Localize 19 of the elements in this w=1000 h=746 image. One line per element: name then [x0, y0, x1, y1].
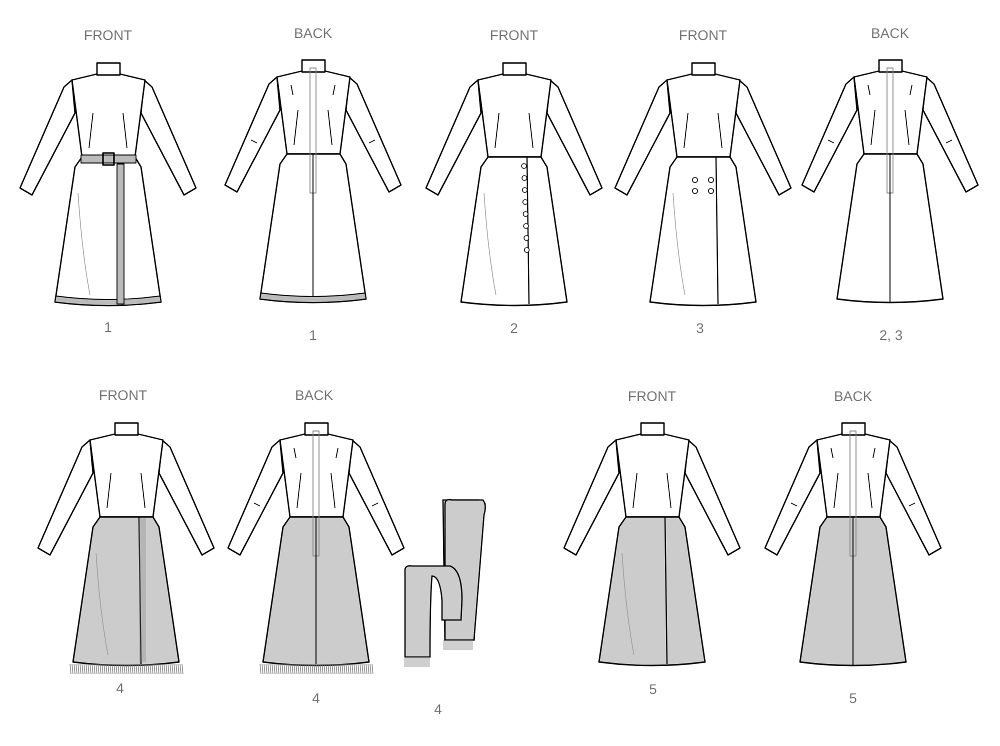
view-label: FRONT	[490, 27, 538, 43]
view-number: 4	[116, 680, 124, 696]
view-label: FRONT	[98, 387, 148, 403]
view-number: 1	[309, 327, 317, 343]
view-number: 5	[849, 690, 857, 706]
view-number: 1	[104, 319, 112, 335]
view-label: BACK	[834, 388, 872, 404]
view-number: 2, 3	[879, 327, 903, 343]
view-label: BACK	[294, 25, 332, 41]
view-number: 5	[649, 681, 657, 697]
view-label: FRONT	[628, 388, 676, 404]
view-label: FRONT	[678, 27, 728, 43]
view-number: 3	[696, 320, 704, 336]
view-number: 2	[510, 320, 518, 336]
view-number: 4	[434, 701, 442, 717]
view-label: FRONT	[84, 27, 132, 43]
view-label: BACK	[294, 387, 334, 403]
view-label: BACK	[870, 25, 910, 41]
view-number: 4	[312, 690, 320, 706]
